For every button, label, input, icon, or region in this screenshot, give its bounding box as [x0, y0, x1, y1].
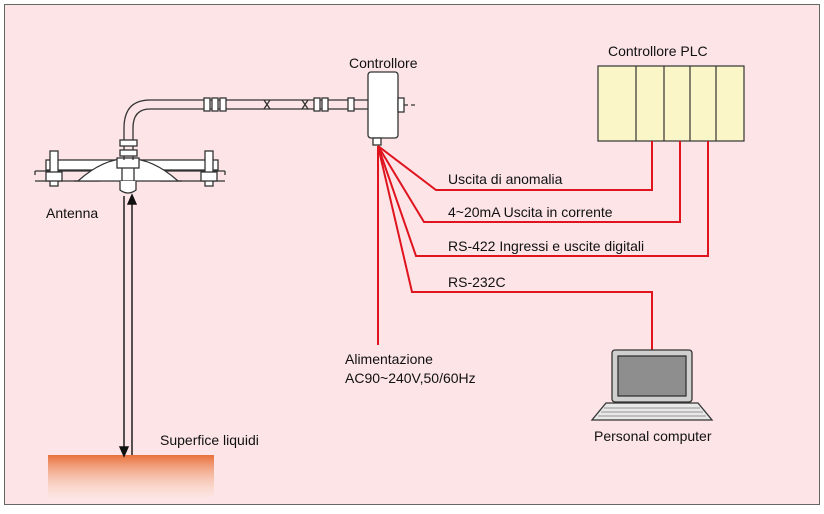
liquid-surface-label: Superfice liquidi — [160, 432, 259, 448]
power-spec-label: AC90~240V,50/60Hz — [345, 370, 476, 386]
serial-line — [377, 145, 653, 350]
antenna-label: Antenna — [46, 205, 98, 221]
anomaly-output-label: Uscita di anomalia — [448, 171, 563, 187]
power-title-label: Alimentazione — [345, 351, 433, 367]
plc-label: Controllore PLC — [608, 43, 708, 59]
anomaly-line — [377, 141, 653, 191]
antenna-cable — [200, 97, 368, 112]
controller-box-icon — [367, 71, 418, 146]
current-output-label: 4~20mA Uscita in corrente — [448, 204, 613, 220]
digital-io-line — [377, 141, 709, 257]
controller-label: Controllore — [349, 55, 418, 71]
digital-io-label: RS-422 Ingressi e uscite digitali — [448, 238, 644, 254]
serial-label: RS-232C — [448, 274, 506, 290]
radar-wave-arrows — [118, 193, 138, 458]
computer-label: Personal computer — [594, 428, 712, 444]
laptop-icon — [590, 349, 714, 421]
liquid-surface — [48, 455, 214, 497]
signal-lines — [377, 141, 709, 350]
antenna-icon — [34, 99, 226, 194]
current-line — [377, 141, 681, 223]
plc-rack-icon — [597, 65, 745, 142]
